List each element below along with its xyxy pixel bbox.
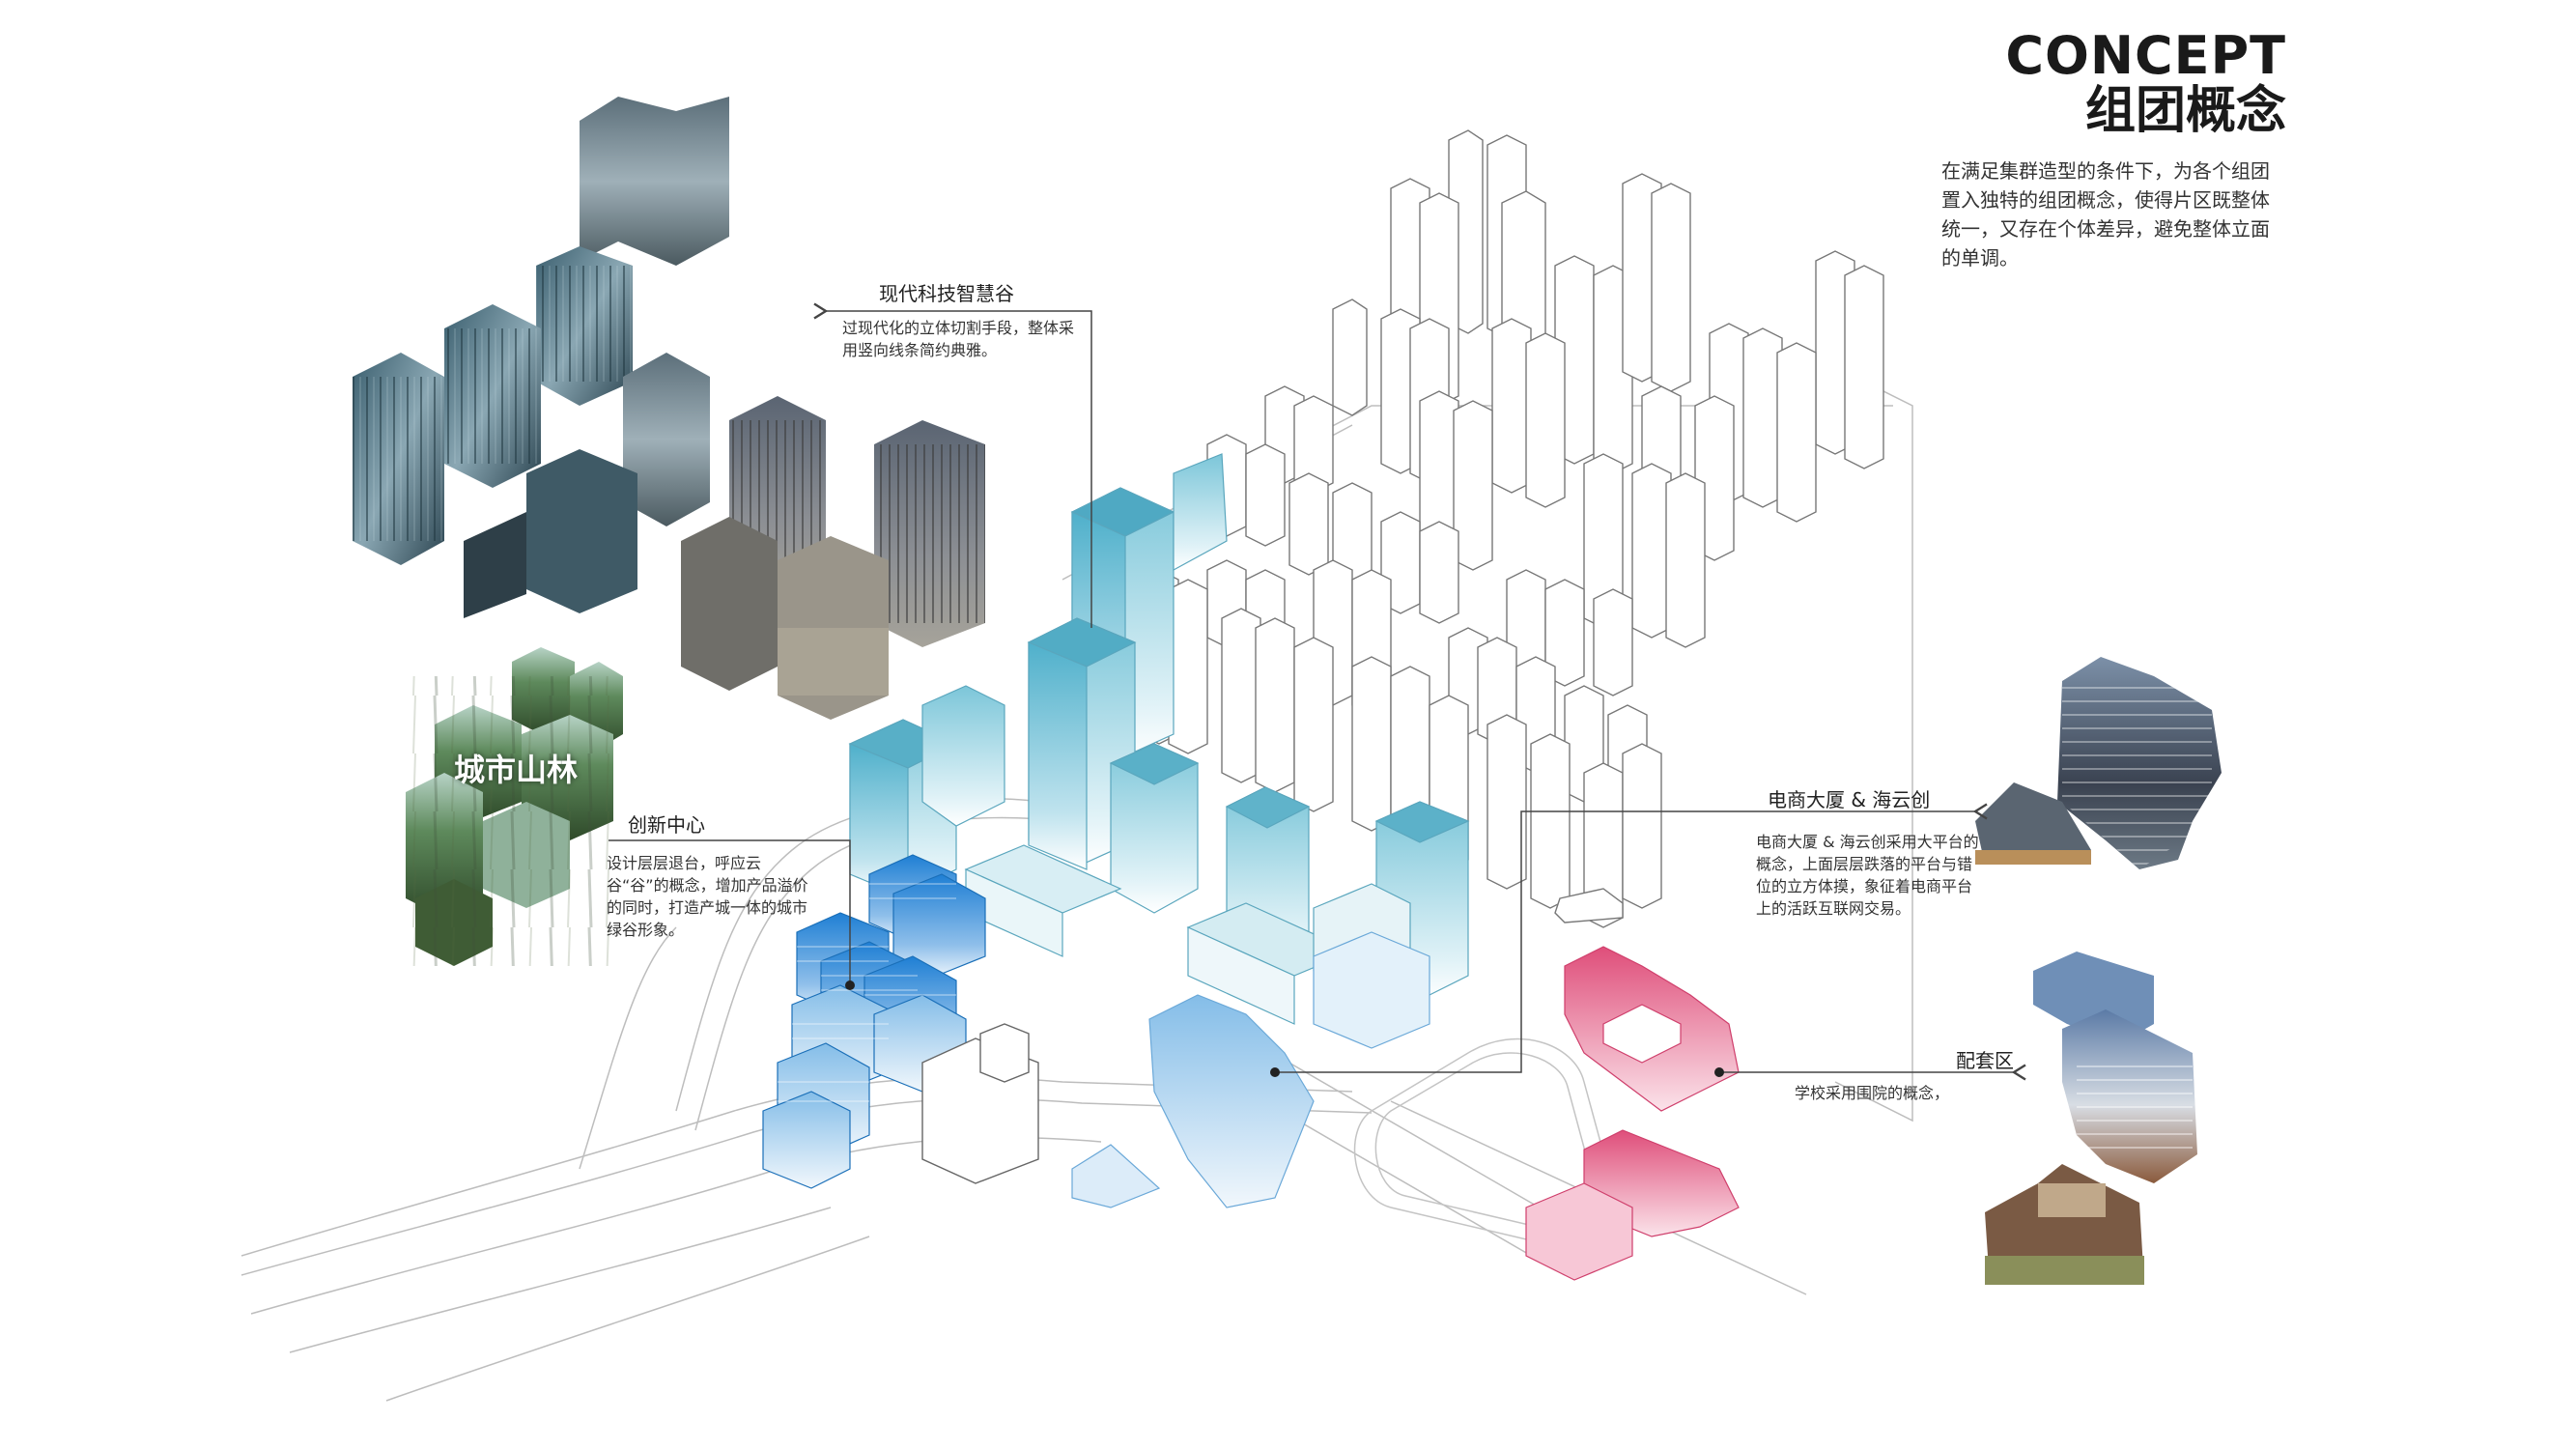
school-photo [1985, 952, 2197, 1285]
leader-lines [609, 302, 2026, 1081]
tech-valley-description: 过现代化的立体切割手段，整体采用竖向线条简约典雅。 [842, 319, 1075, 359]
commerce-light-blocks [1071, 931, 1430, 1208]
residential-towers [1139, 129, 1884, 928]
innovation-center-description: 设计层层退台，呼应云谷“谷”的概念，增加产品溢价的同时，打造产城一体的城市绿谷形… [607, 854, 808, 939]
innovation-center-cluster [762, 854, 986, 1189]
concept-title-block: CONCEPT 组团概念 [2005, 25, 2286, 140]
urban-forest-label: 城市山林 [454, 752, 579, 788]
support-zone-description: 学校采用围院的概念， [1795, 1084, 1950, 1102]
modern-fin-photo [681, 396, 985, 720]
innovation-center-title: 创新中心 [628, 813, 705, 837]
ecommerce-title: 电商大厦 & 海云创 [1768, 788, 1931, 811]
concept-description: 在满足集群造型的条件下，为各个组团置入独特的组团概念，使得片区既整体统一，又存在… [1941, 159, 2270, 270]
support-zone-cluster [1525, 946, 1740, 1281]
urban-forest-photo [406, 647, 623, 966]
tech-valley-title: 现代科技智慧谷 [879, 282, 1014, 305]
title-chinese: 组团概念 [2084, 81, 2286, 140]
title-english: CONCEPT [2005, 25, 2286, 86]
arrow-left-icon [813, 302, 1092, 628]
small-pavilion [1554, 888, 1624, 923]
ecommerce-photo [1975, 657, 2222, 869]
support-zone-title: 配套区 [1956, 1049, 2014, 1072]
center-white-block [921, 1023, 1039, 1184]
ecommerce-description: 电商大厦 & 海云创采用大平台的概念，上面层层跌落的平台与错位的立方体摸，象征着… [1756, 833, 1979, 918]
tech-glass-photo [353, 97, 729, 618]
